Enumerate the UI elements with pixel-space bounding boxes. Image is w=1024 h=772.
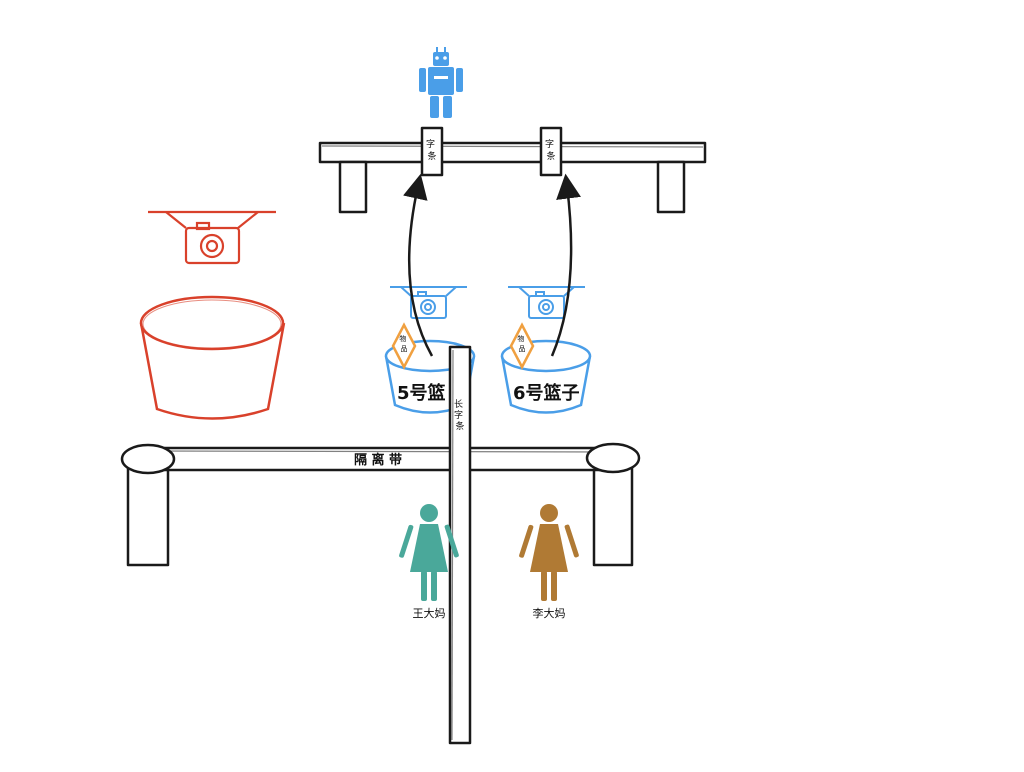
arrow-icon-right — [550, 173, 581, 357]
long-slip-char-3: 条 — [455, 420, 464, 432]
camera-icon-red — [148, 210, 276, 265]
divider-label: 隔 离 带 — [354, 452, 402, 468]
slip-right: 字 条 — [539, 126, 563, 177]
slip-left-label: 字 条 — [426, 138, 438, 162]
long-slip-label: 长 字 条 — [454, 398, 466, 432]
item-tag-5-label: 物 品 — [399, 334, 408, 353]
person-name-wang: 王大妈 — [413, 606, 446, 620]
item-tag-5-char-2: 品 — [401, 345, 408, 353]
item-tag-6: 物 品 — [509, 322, 535, 370]
item-tag-6-label: 物 品 — [517, 334, 526, 353]
item-tag-6-char-1: 物 — [517, 334, 524, 343]
slip-left: 字 条 — [420, 126, 444, 177]
camera-icon-blue-2 — [508, 286, 585, 319]
item-tag-5: 物 品 — [391, 322, 417, 370]
basket-5-label: 5号篮 — [397, 382, 446, 404]
person-name-li: 李大妈 — [533, 606, 566, 620]
robot-icon — [419, 47, 463, 118]
upper-rail — [318, 141, 707, 214]
divider-barrier: 隔 离 带 — [120, 442, 641, 567]
slip-right-char-2: 条 — [546, 150, 555, 162]
item-tag-6-char-2: 品 — [519, 345, 526, 353]
slip-left-char-2: 条 — [427, 150, 436, 162]
person-icon-li — [519, 504, 579, 601]
red-bucket — [139, 295, 286, 420]
slip-right-label: 字 条 — [545, 138, 557, 162]
long-slip-char-1: 长 — [454, 398, 463, 410]
person-icon-wang — [399, 504, 459, 601]
long-slip-char-2: 字 — [454, 409, 463, 421]
arrow-icon-left — [403, 173, 434, 357]
basket-6-label: 6号篮子 — [513, 382, 580, 404]
slip-right-char-1: 字 — [545, 138, 554, 150]
slip-left-char-1: 字 — [426, 138, 435, 150]
camera-icon-blue-1 — [390, 286, 467, 319]
item-tag-5-char-1: 物 — [399, 334, 406, 343]
